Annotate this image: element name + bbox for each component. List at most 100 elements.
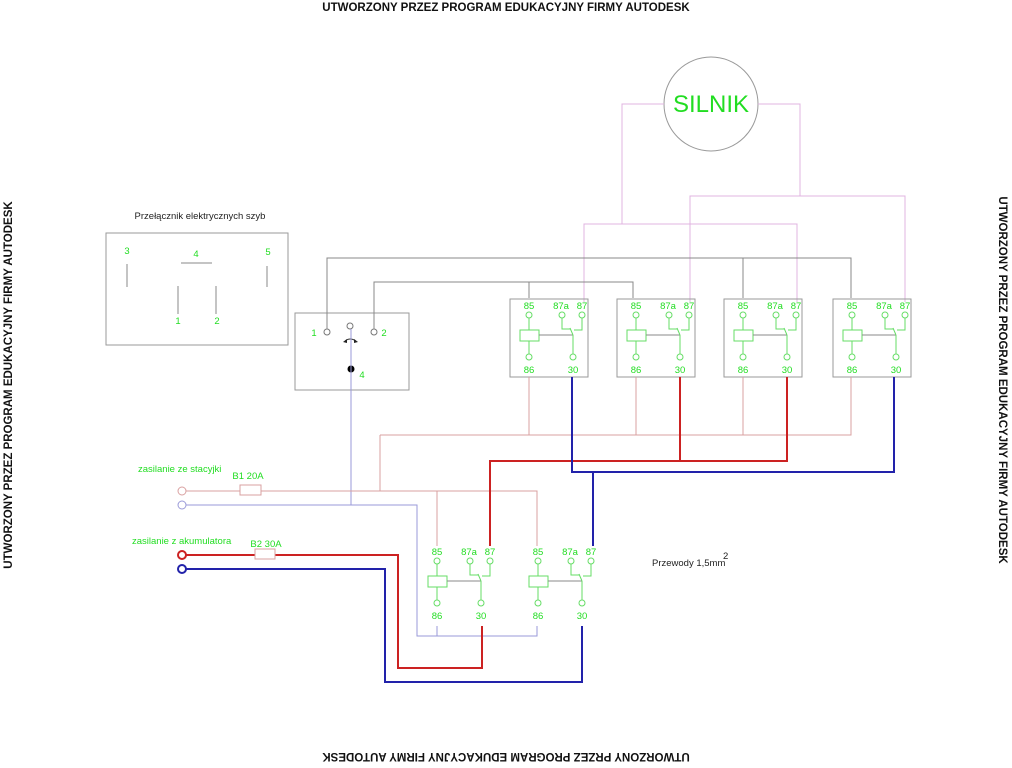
legend-pin-4: 4 <box>193 249 198 260</box>
relay-terminal-87 <box>901 311 909 319</box>
relay-contact-nc <box>668 318 677 330</box>
relay-contact-no <box>681 318 690 331</box>
wire-switch1 <box>326 257 852 329</box>
relay-terminal-30 <box>578 599 586 607</box>
battery-positive-terminal[interactable] <box>177 550 187 560</box>
relay-terminal-87a <box>772 311 780 319</box>
relay-terminal-87a <box>466 557 474 565</box>
switch-pin-2: 2 <box>381 328 386 339</box>
relay-switch-arm <box>477 573 482 582</box>
relay-terminal-30 <box>676 353 684 361</box>
wire-switch2 <box>373 281 634 329</box>
legend-pin-5: 5 <box>265 247 270 258</box>
fuse-b2-label: B2 30A <box>250 539 282 550</box>
relay-coil <box>519 329 540 342</box>
relay-terminal-87 <box>792 311 800 319</box>
watermark-right: UTWORZONY PRZEZ PROGRAM EDUKACYJNY FIRMY… <box>996 196 1008 564</box>
watermark-top: UTWORZONY PRZEZ PROGRAM EDUKACYJNY FIRMY… <box>322 2 690 14</box>
relay-contact-no <box>574 318 583 331</box>
motor: SILNIK <box>663 56 759 152</box>
relay-pin-86: 86 <box>847 365 858 376</box>
wire-battery-positive <box>186 554 483 669</box>
relay-coil <box>427 575 448 588</box>
supply: zasilanie ze stacyjki B1 20A zasilanie z… <box>132 464 282 574</box>
relay-coil <box>733 329 754 342</box>
wire-ignition-return <box>186 504 538 637</box>
relay-contact-nc <box>775 318 784 330</box>
switch-terminal-center <box>346 322 354 330</box>
relay-pin-87: 87 <box>791 301 802 312</box>
relay: 85 87a 87 86 30 <box>509 298 589 378</box>
relay-terminal-87 <box>578 311 586 319</box>
switch-legend-title: Przełącznik elektrycznych szyb <box>135 211 266 222</box>
legend-pin-3: 3 <box>124 246 129 257</box>
watermark-bottom: UTWORZONY PRZEZ PROGRAM EDUKACYJNY FIRMY… <box>322 750 690 762</box>
watermark-left: UTWORZONY PRZEZ PROGRAM EDUKACYJNY FIRMY… <box>3 201 15 569</box>
relay-contact-nc <box>570 564 579 576</box>
motor-wire-right-b <box>800 195 906 302</box>
fuse-b2 <box>254 548 276 560</box>
relay-pin-86: 86 <box>524 365 535 376</box>
relay-terminal-87a <box>881 311 889 319</box>
relay-switch-arm <box>892 327 897 336</box>
motor-wires <box>583 103 906 302</box>
relay-pin-30: 30 <box>476 611 487 622</box>
relay-terminal-85 <box>739 311 747 319</box>
switch-legend: Przełącznik elektrycznych szyb 3 4 5 1 2 <box>105 211 289 346</box>
relay-terminal-85 <box>433 557 441 565</box>
relay-pin-87a: 87a <box>767 301 784 312</box>
relay-terminal-87 <box>685 311 693 319</box>
relay-terminal-87a <box>567 557 575 565</box>
ignition-terminal[interactable] <box>177 486 187 496</box>
legend-pin-1: 1 <box>175 316 180 327</box>
relay-terminal-86 <box>739 353 747 361</box>
relay-coil <box>528 575 549 588</box>
relay-terminal-86 <box>534 599 542 607</box>
relay-pin-30: 30 <box>577 611 588 622</box>
relay-pin-30: 30 <box>782 365 793 376</box>
relay-pin-87a: 87a <box>876 301 893 312</box>
relay-pin-87a: 87a <box>553 301 570 312</box>
relay-pin-86: 86 <box>533 611 544 622</box>
switch-legend-box <box>105 232 289 346</box>
relay-terminal-85 <box>525 311 533 319</box>
switch-arrowhead-left-icon <box>343 339 347 343</box>
wire-ignition <box>186 490 538 546</box>
relay-pin-30: 30 <box>568 365 579 376</box>
relay-terminal-30 <box>569 353 577 361</box>
switch-pin-1: 1 <box>311 328 316 339</box>
relay-switch-arm <box>783 327 788 336</box>
battery-label: zasilanie z akumulatora <box>132 536 232 547</box>
relay-pin-87: 87 <box>586 547 597 558</box>
relay-contact-no <box>482 564 491 577</box>
relay-pin-86: 86 <box>631 365 642 376</box>
battery-negative-terminal[interactable] <box>177 564 187 574</box>
relay-contact-nc <box>561 318 570 330</box>
relay-terminal-86 <box>433 599 441 607</box>
relay-pin-86: 86 <box>432 611 443 622</box>
relay-pin-87: 87 <box>577 301 588 312</box>
wire-note-superscript: 2 <box>723 551 728 562</box>
wire-note: Przewody 1,5mm <box>652 558 725 569</box>
motor-wire-left-b <box>622 223 798 302</box>
relay-contact-no <box>897 318 906 331</box>
fuse-b1-label: B1 20A <box>232 471 264 482</box>
relay-terminal-86 <box>525 353 533 361</box>
relay-terminal-86 <box>848 353 856 361</box>
relay-switch-arm <box>569 327 574 336</box>
relay-pin-85: 85 <box>432 547 443 558</box>
switch-terminal-2 <box>370 328 378 336</box>
relay-pin-87: 87 <box>485 547 496 558</box>
switch-pin-4: 4 <box>359 370 364 381</box>
switch-terminal-1 <box>323 328 331 336</box>
ignition-return-terminal[interactable] <box>177 500 187 510</box>
relay-terminal-85 <box>848 311 856 319</box>
relay-pin-85: 85 <box>524 301 535 312</box>
relay-terminal-87 <box>486 557 494 565</box>
